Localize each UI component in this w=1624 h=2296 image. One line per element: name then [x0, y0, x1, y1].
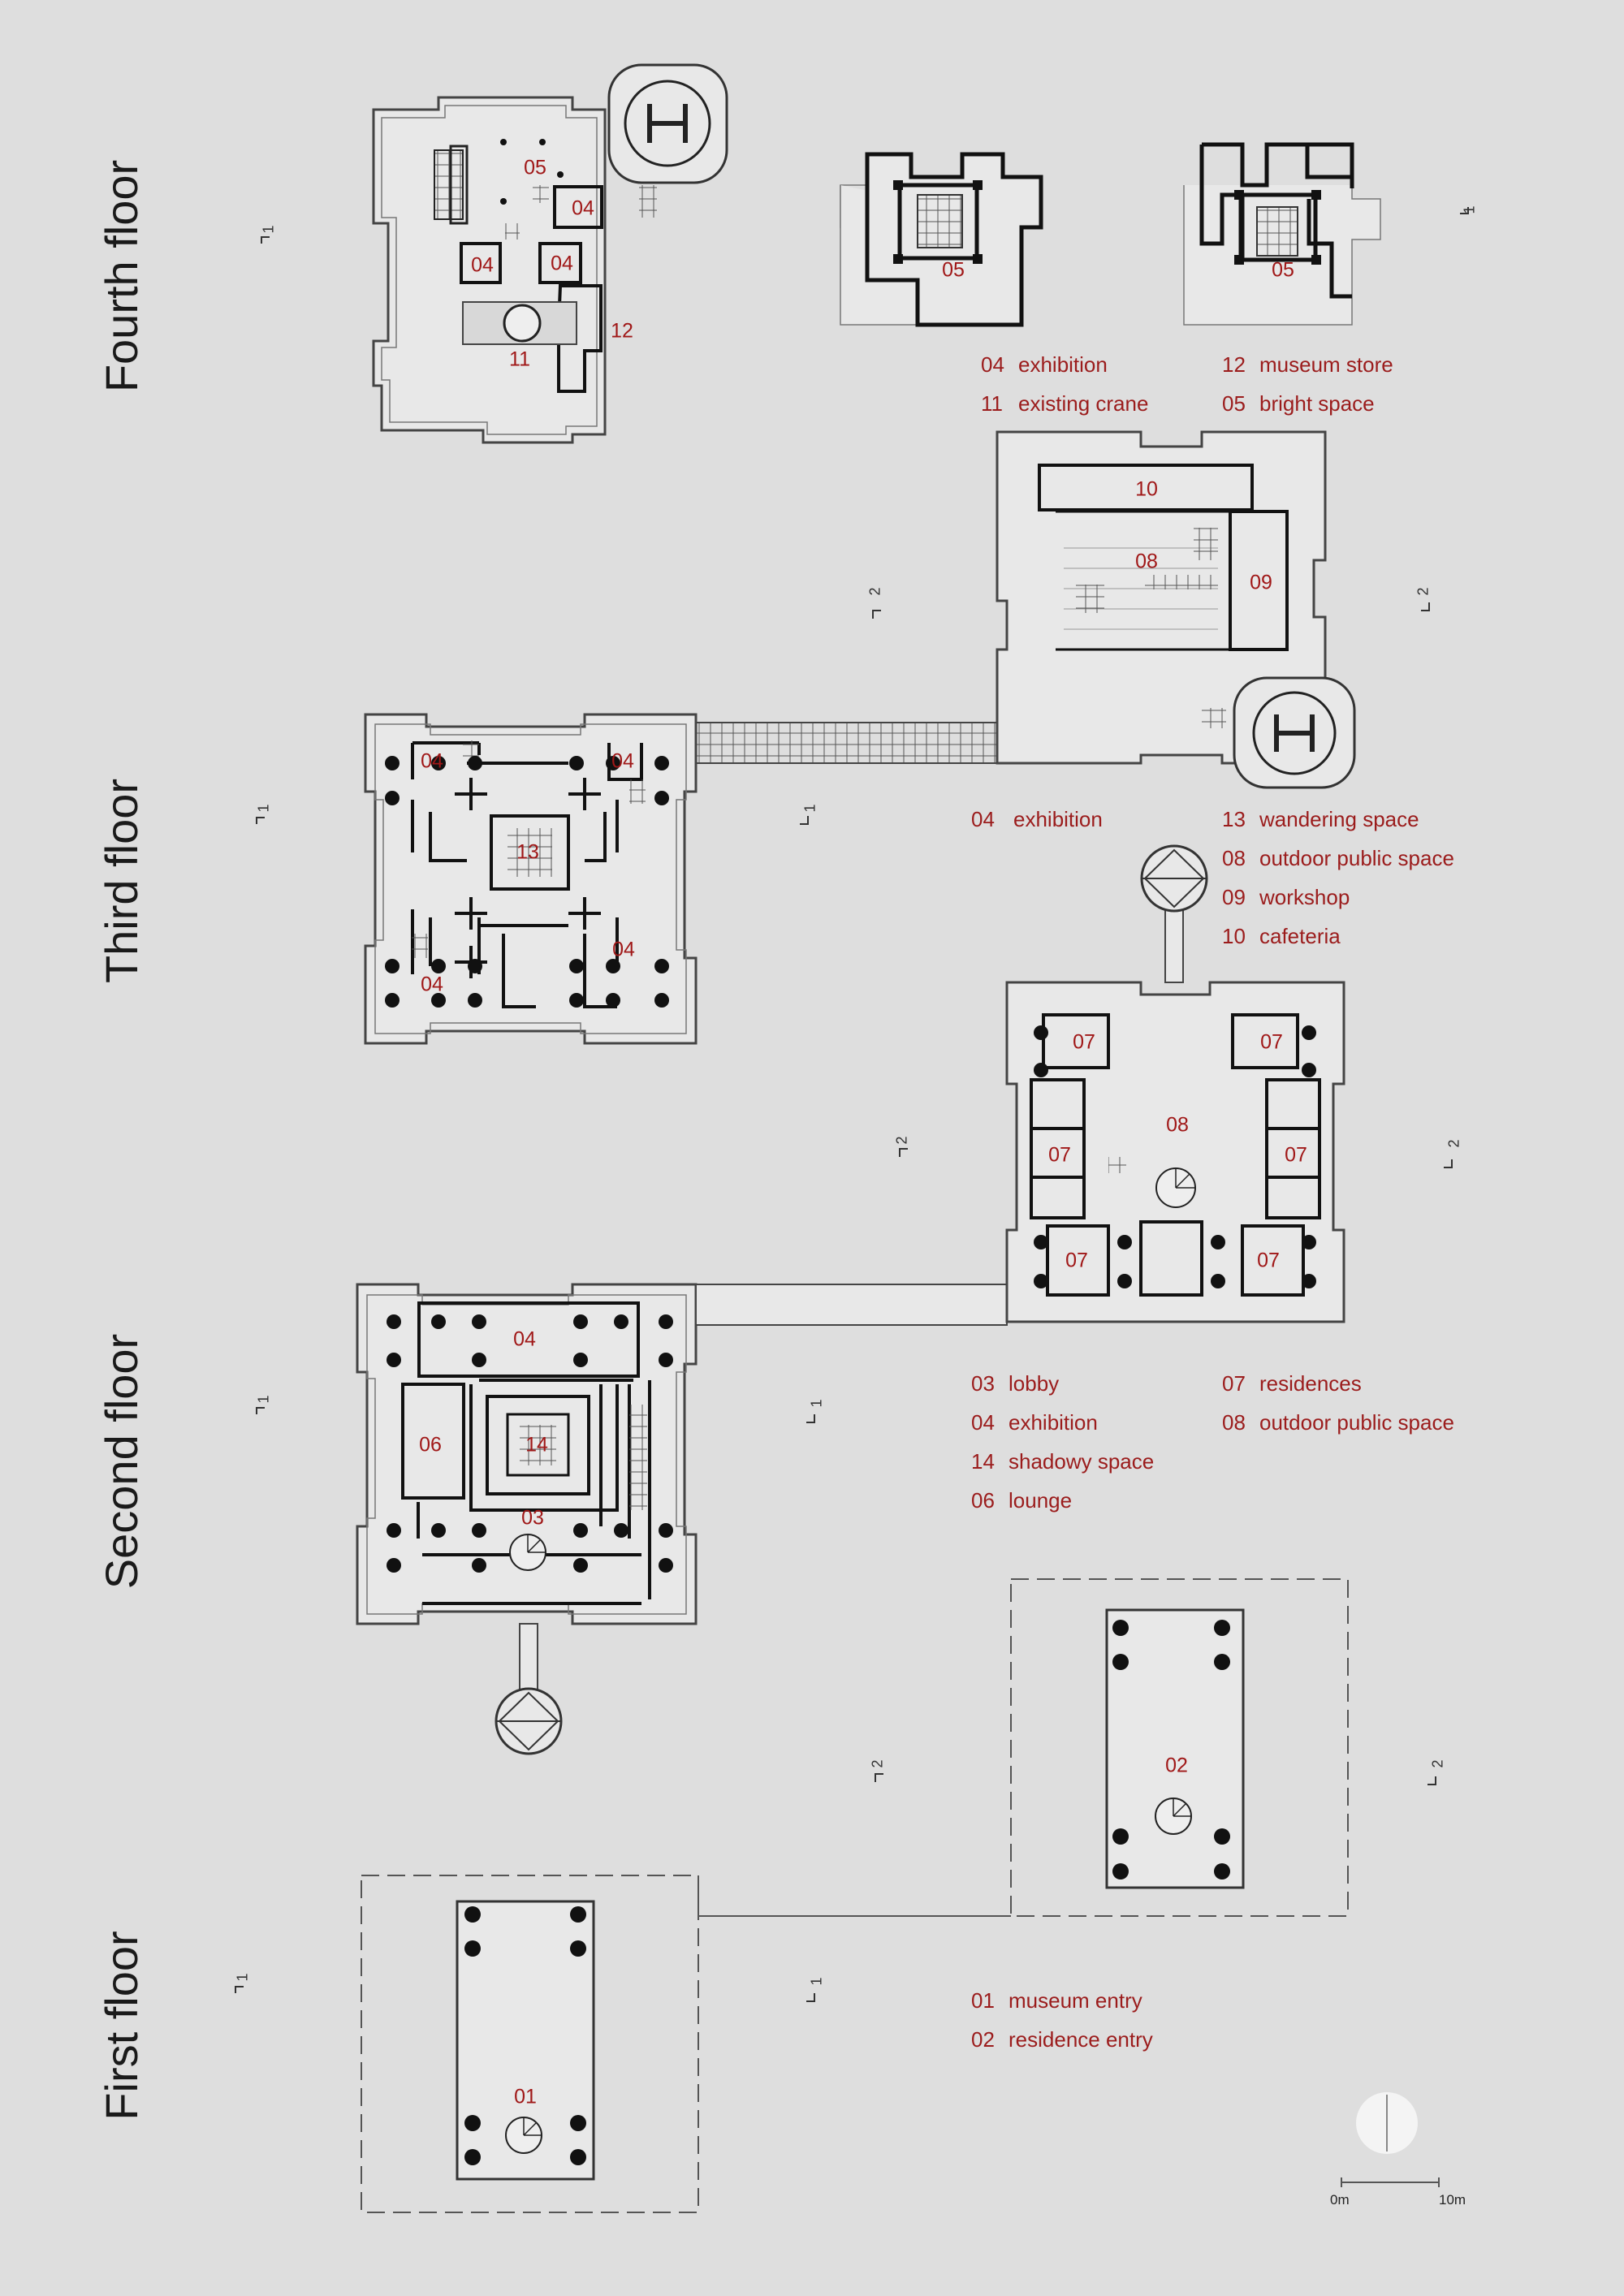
- second-floor-plan: [356, 844, 1345, 1755]
- room-label: 04: [612, 938, 635, 961]
- room-label: 08: [1166, 1113, 1189, 1137]
- first-floor-plan: [361, 1578, 1349, 2213]
- room-label: 04: [471, 253, 494, 277]
- room-label: 14: [525, 1433, 548, 1457]
- section-mark-1: 1: [808, 1399, 825, 1408]
- section-mark-2: 2: [1445, 1139, 1462, 1148]
- scale-zero-label: 0m: [1330, 2192, 1350, 2208]
- scale-bar: [1341, 2177, 1440, 2187]
- room-label: 08: [1135, 550, 1158, 573]
- room-label: 12: [611, 319, 633, 343]
- bright-space-section-a: [840, 152, 1043, 327]
- bridge-second: [695, 1284, 1008, 1326]
- room-label: 03: [521, 1506, 544, 1530]
- section-mark-1: 1: [808, 1977, 825, 1986]
- section-mark-2: 2: [869, 1759, 886, 1768]
- fourth-floor-title: Fourth floor: [96, 159, 147, 393]
- room-label: 07: [1048, 1143, 1071, 1167]
- room-label: 07: [1073, 1030, 1095, 1054]
- third-floor-title: Third floor: [96, 778, 147, 984]
- room-label: 01: [514, 2085, 537, 2108]
- section-mark-2: 2: [1429, 1759, 1446, 1768]
- room-label: 05: [942, 258, 965, 282]
- fourth-floor-plan: [372, 63, 728, 444]
- bridge-third: [689, 722, 1000, 764]
- room-label: 04: [421, 749, 443, 773]
- section-mark-1: 1: [801, 804, 818, 813]
- bright-space-section-b: [1183, 142, 1381, 326]
- room-label: 09: [1250, 571, 1272, 594]
- room-label: 04: [421, 973, 443, 996]
- room-label: 04: [551, 252, 573, 275]
- room-label: 06: [419, 1433, 442, 1457]
- room-label: 07: [1257, 1249, 1280, 1272]
- room-label: 07: [1260, 1030, 1283, 1054]
- section-mark-1: 1: [260, 225, 277, 234]
- third-floor-plan: [364, 430, 1356, 1045]
- section-mark-1: 1: [255, 804, 272, 813]
- room-label: 04: [572, 196, 594, 220]
- room-label: 04: [513, 1327, 536, 1351]
- room-label: 05: [1272, 258, 1294, 282]
- room-label: 04: [611, 749, 634, 773]
- section-marks: [235, 207, 1469, 2002]
- north-arrow: [1356, 2092, 1418, 2154]
- room-label: 10: [1135, 477, 1158, 501]
- section-mark-2: 2: [1415, 587, 1432, 596]
- residence-entry-block: [1105, 1608, 1245, 1889]
- section-mark-2: 2: [866, 587, 883, 596]
- room-label: 02: [1165, 1754, 1188, 1777]
- room-label: 07: [1065, 1249, 1088, 1272]
- room-label: 11: [509, 347, 530, 371]
- room-label: 05: [524, 156, 546, 179]
- room-label: 13: [516, 840, 539, 864]
- section-mark-1: 1: [255, 1395, 272, 1404]
- section-mark-1: 1: [1461, 205, 1478, 214]
- first-floor-title: First floor: [96, 1931, 147, 2121]
- scale-ten-label: 10m: [1439, 2192, 1466, 2208]
- section-mark-1: 1: [234, 1973, 251, 1982]
- second-floor-title: Second floor: [96, 1333, 147, 1590]
- section-mark-2: 2: [893, 1136, 910, 1145]
- room-label: 07: [1285, 1143, 1307, 1167]
- fourth-floor-slab: [372, 96, 607, 444]
